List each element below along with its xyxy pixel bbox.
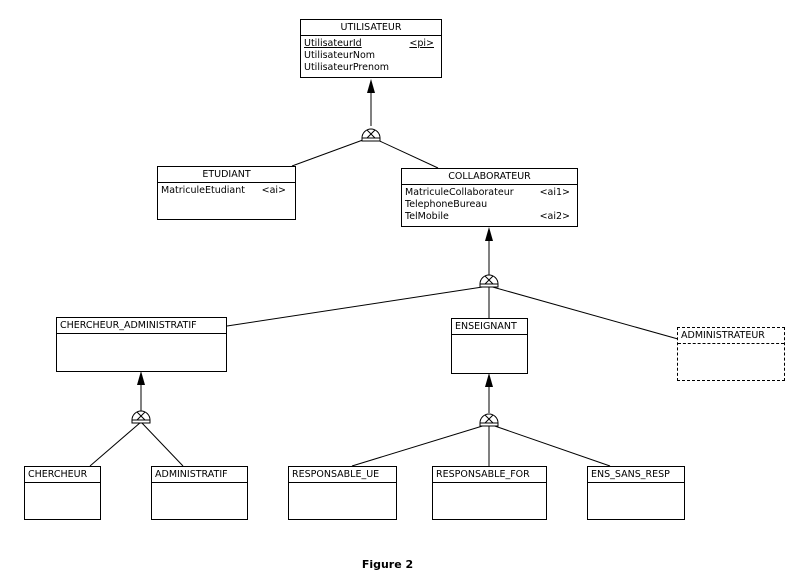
identifier-tag: <pi>: [409, 38, 434, 49]
inheritance-symbol: [131, 410, 151, 424]
inheritance-symbol: [361, 128, 381, 142]
attribute-telephone-bureau: TelephoneBureau: [405, 199, 488, 210]
entity-title: COLLABORATEUR: [402, 169, 577, 185]
entity-administratif[interactable]: ADMINISTRATIF: [151, 466, 248, 520]
identifier-tag: <ai1>: [539, 187, 570, 198]
entity-title: ADMINISTRATEUR: [678, 328, 784, 344]
inheritance-symbol: [479, 413, 499, 427]
identifier-tag: <ai2>: [539, 211, 570, 222]
attribute-utilisateur-id: UtilisateurId<pi>: [304, 38, 434, 49]
entity-etudiant[interactable]: ETUDIANT MatriculeEtudiant<ai>: [157, 166, 296, 220]
entity-title: CHERCHEUR: [25, 467, 100, 483]
entity-title: ENS_SANS_RESP: [588, 467, 684, 483]
attribute-matricule-collaborateur: MatriculeCollaborateur<ai1>: [405, 187, 570, 198]
entity-title: UTILISATEUR: [301, 20, 441, 36]
entity-chercheur[interactable]: CHERCHEUR: [24, 466, 101, 520]
entity-collaborateur[interactable]: COLLABORATEUR MatriculeCollaborateur<ai1…: [401, 168, 578, 227]
arrowhead: [485, 227, 493, 241]
entity-ens-sans-resp[interactable]: ENS_SANS_RESP: [587, 466, 685, 520]
entity-title: CHERCHEUR_ADMINISTRATIF: [57, 318, 226, 334]
attribute-utilisateur-prenom: UtilisateurPrenom: [304, 62, 390, 73]
entity-responsable-ue[interactable]: RESPONSABLE_UE: [288, 466, 397, 520]
entity-chercheur-administratif[interactable]: CHERCHEUR_ADMINISTRATIF: [56, 317, 227, 372]
attribute-utilisateur-nom: UtilisateurNom: [304, 50, 376, 61]
entity-title: ENSEIGNANT: [452, 319, 527, 335]
entity-responsable-for[interactable]: RESPONSABLE_FOR: [432, 466, 547, 520]
entity-enseignant[interactable]: ENSEIGNANT: [451, 318, 528, 374]
entity-administrateur[interactable]: ADMINISTRATEUR: [677, 327, 785, 381]
entity-title: ADMINISTRATIF: [152, 467, 247, 483]
arrowhead: [367, 79, 375, 93]
entity-title: ETUDIANT: [158, 167, 295, 183]
entity-title: RESPONSABLE_FOR: [433, 467, 546, 483]
identifier-tag: <ai>: [261, 185, 286, 196]
attribute-tel-mobile: TelMobile<ai2>: [405, 211, 570, 222]
arrowhead: [485, 373, 493, 387]
attribute-matricule-etudiant: MatriculeEtudiant<ai>: [161, 185, 286, 196]
inheritance-symbol: [479, 274, 499, 288]
entity-utilisateur[interactable]: UTILISATEUR UtilisateurId<pi> Utilisateu…: [300, 19, 442, 78]
figure-caption: Figure 2: [361, 558, 414, 571]
entity-title: RESPONSABLE_UE: [289, 467, 396, 483]
arrowhead: [137, 371, 145, 385]
